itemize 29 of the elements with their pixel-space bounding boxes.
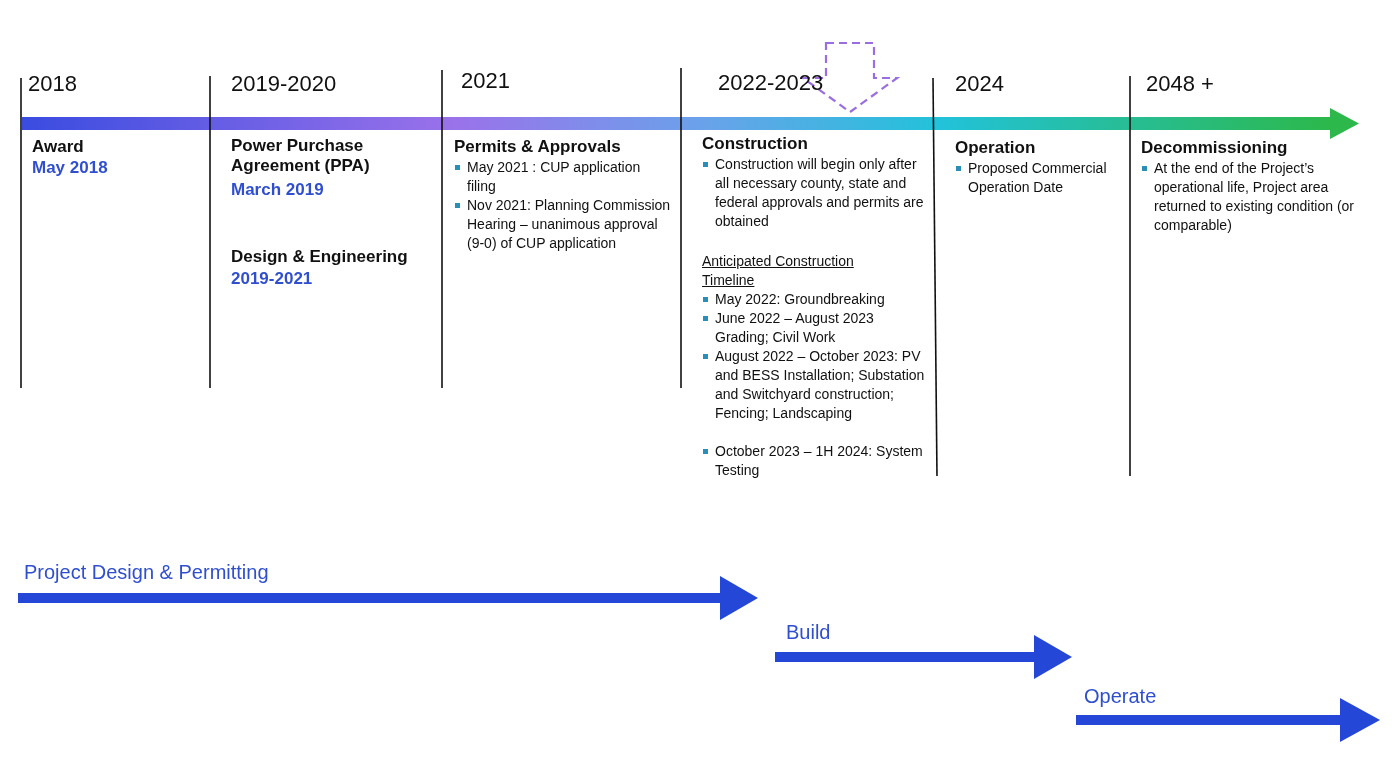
date-label: May 2018 xyxy=(32,158,109,178)
year-label: 2022-2023 xyxy=(718,70,825,96)
date-label: March 2019 xyxy=(231,180,325,200)
subheading: Anticipated Construction Timeline xyxy=(702,252,855,290)
bullet-text: June 2022 – August 2023 Grading; Civil Work xyxy=(702,309,927,347)
phase-heading: Design & Engineering xyxy=(231,247,409,267)
phase-heading: Construction xyxy=(702,134,809,154)
phase-heading: Decommissioning xyxy=(1141,138,1289,158)
year-label: 2021 xyxy=(461,68,511,94)
bullet-text: August 2022 – October 2023: PV and BESS Installation; Substation and Switchyard construction; Fencing; Landscaping xyxy=(702,347,927,423)
bullet-text: October 2023 – 1H 2024: System Testing xyxy=(702,442,927,480)
phase-heading: Award xyxy=(32,137,85,157)
year-label: 2048 + xyxy=(1146,71,1215,97)
phase-heading: Operation xyxy=(955,138,1037,158)
year-label: 2019-2020 xyxy=(231,71,338,97)
bullet-text: May 2021 : CUP application filing xyxy=(454,158,672,196)
year-label: 2018 xyxy=(28,71,78,97)
phase-label: Build xyxy=(786,620,832,644)
phase-label: Project Design & Permitting xyxy=(24,560,270,584)
bullet-text: Construction will begin only after all necessary county, state and federal approvals and permits are obtained xyxy=(702,155,927,231)
bullet-text: At the end of the Project’s operational life, Project area returned to existing condition (or comparable) xyxy=(1141,159,1366,235)
bullet-text: Proposed Commercial Operation Date xyxy=(955,159,1125,197)
bullet-text: Nov 2021: Planning Commission Hearing – unanimous approval (9-0) of CUP application xyxy=(454,196,672,253)
date-label: 2019-2021 xyxy=(231,269,314,289)
phase-heading: Power Purchase Agreement (PPA) xyxy=(231,136,371,176)
year-label: 2024 xyxy=(955,71,1005,97)
phase-heading: Permits & Approvals xyxy=(454,137,622,157)
phase-label: Operate xyxy=(1084,684,1158,708)
bullet-text: May 2022: Groundbreaking xyxy=(702,290,927,309)
